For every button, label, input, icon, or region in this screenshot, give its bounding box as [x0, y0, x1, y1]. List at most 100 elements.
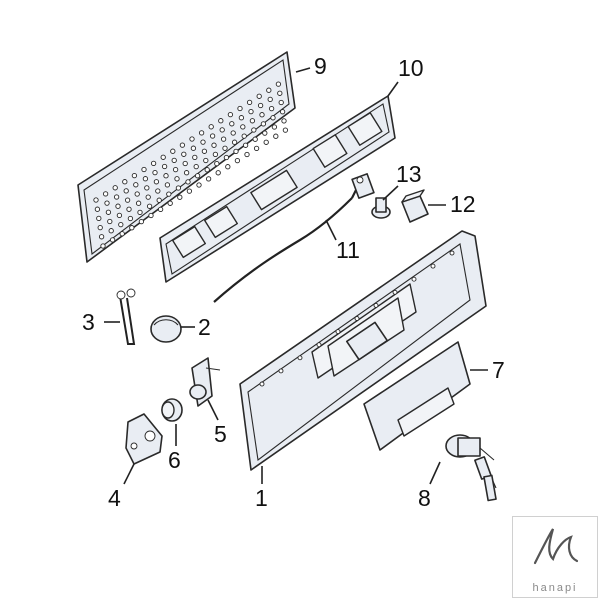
panel-hole	[193, 163, 199, 170]
panel-hole	[248, 108, 254, 115]
panel-hole	[172, 166, 179, 173]
panel-hole	[225, 164, 231, 170]
callout-12: 12	[450, 191, 476, 217]
panel-hole	[201, 148, 208, 154]
panel-hole	[189, 136, 195, 142]
panel-hole	[230, 130, 236, 136]
panel-hole	[204, 167, 210, 173]
panel-hole	[146, 203, 153, 209]
panel-hole	[155, 188, 161, 194]
panel-hole	[166, 191, 172, 197]
panel-hole	[138, 218, 145, 225]
panel-hole	[104, 200, 110, 206]
panel-hole	[214, 160, 220, 167]
callout-5: 5	[214, 421, 227, 447]
panel-hole	[150, 160, 157, 167]
watermark-logo-icon	[533, 528, 579, 565]
panel-hole	[218, 118, 224, 124]
part-7-handle-bezel	[363, 341, 471, 451]
panel-hole	[267, 96, 273, 103]
callout-9: 9	[314, 53, 327, 79]
panel-hole	[126, 206, 132, 212]
panel-hole	[100, 243, 106, 249]
panel-hole	[134, 191, 140, 197]
panel-hole	[259, 381, 265, 387]
panel-hole	[170, 148, 176, 154]
part-2-plug	[150, 315, 182, 343]
panel-hole	[129, 225, 135, 231]
panel-hole	[179, 142, 186, 148]
panel-hole	[212, 151, 219, 158]
callout-1: 1	[255, 485, 268, 511]
panel-hole	[211, 142, 217, 148]
panel-hole	[127, 215, 134, 222]
panel-hole	[98, 234, 105, 240]
panel-hole	[152, 169, 158, 176]
panel-hole	[252, 136, 258, 142]
panel-hole	[160, 154, 166, 160]
panel-hole	[297, 355, 303, 361]
part-13-lock-knob	[371, 197, 391, 219]
panel-hole	[161, 163, 168, 170]
part-6-bushing	[161, 398, 183, 422]
panel-hole	[94, 206, 101, 212]
panel-hole	[157, 206, 164, 213]
panel-hole	[141, 166, 147, 173]
panel-hole	[164, 182, 171, 188]
panel-hole	[118, 221, 124, 228]
panel-hole	[177, 194, 183, 200]
panel-hole	[105, 209, 112, 215]
panel-hole	[167, 200, 173, 206]
part-5-hinge-bracket	[189, 357, 221, 407]
panel-hole	[200, 139, 206, 145]
panel-hole	[411, 276, 417, 282]
panel-hole	[262, 130, 268, 136]
panel-hole	[260, 121, 267, 127]
callouts: 9 10 13 12 11 3 2 7 5 6 4 1 8	[82, 53, 505, 511]
panel-hole	[256, 93, 262, 99]
panel-hole	[278, 99, 284, 106]
panel-hole	[119, 231, 125, 237]
panel-hole	[227, 111, 234, 118]
panel-hole	[137, 209, 143, 216]
panel-hole	[208, 124, 214, 130]
panel-hole	[449, 250, 455, 256]
panel-hole	[229, 121, 235, 127]
panel-hole	[124, 197, 131, 203]
panel-hole	[148, 212, 154, 219]
panel-hole	[234, 157, 241, 164]
panel-hole	[246, 99, 253, 106]
callout-13: 13	[396, 161, 422, 187]
panel-hole	[263, 139, 269, 145]
panel-hole	[233, 148, 239, 155]
panel-hole	[198, 130, 205, 136]
panel-hole	[270, 115, 276, 121]
panel-hole	[97, 224, 103, 231]
panel-hole	[273, 133, 279, 139]
part-4-hinge-plate	[125, 413, 163, 465]
panel-hole	[279, 109, 286, 115]
panel-hole	[249, 118, 256, 124]
panel-hole	[282, 127, 289, 133]
panel-hole	[192, 154, 198, 161]
panel-hole	[257, 102, 264, 109]
callout-4: 4	[108, 485, 121, 511]
panel-hole	[112, 185, 118, 191]
panel-hole	[220, 136, 227, 142]
panel-hole	[253, 145, 260, 152]
panel-hole	[219, 127, 225, 133]
panel-hole	[266, 87, 272, 93]
panel-hole	[275, 81, 282, 87]
panel-hole	[115, 203, 121, 209]
panel-hole	[251, 127, 257, 133]
panel-hole	[156, 197, 162, 203]
panel-hole	[175, 185, 182, 191]
panel-hole	[392, 289, 398, 295]
panel-hole	[122, 179, 128, 185]
panel-hole	[116, 212, 123, 219]
callout-11: 11	[336, 237, 360, 263]
panel-hole	[335, 329, 341, 335]
panel-hole	[241, 133, 247, 139]
panel-hole	[182, 160, 188, 167]
